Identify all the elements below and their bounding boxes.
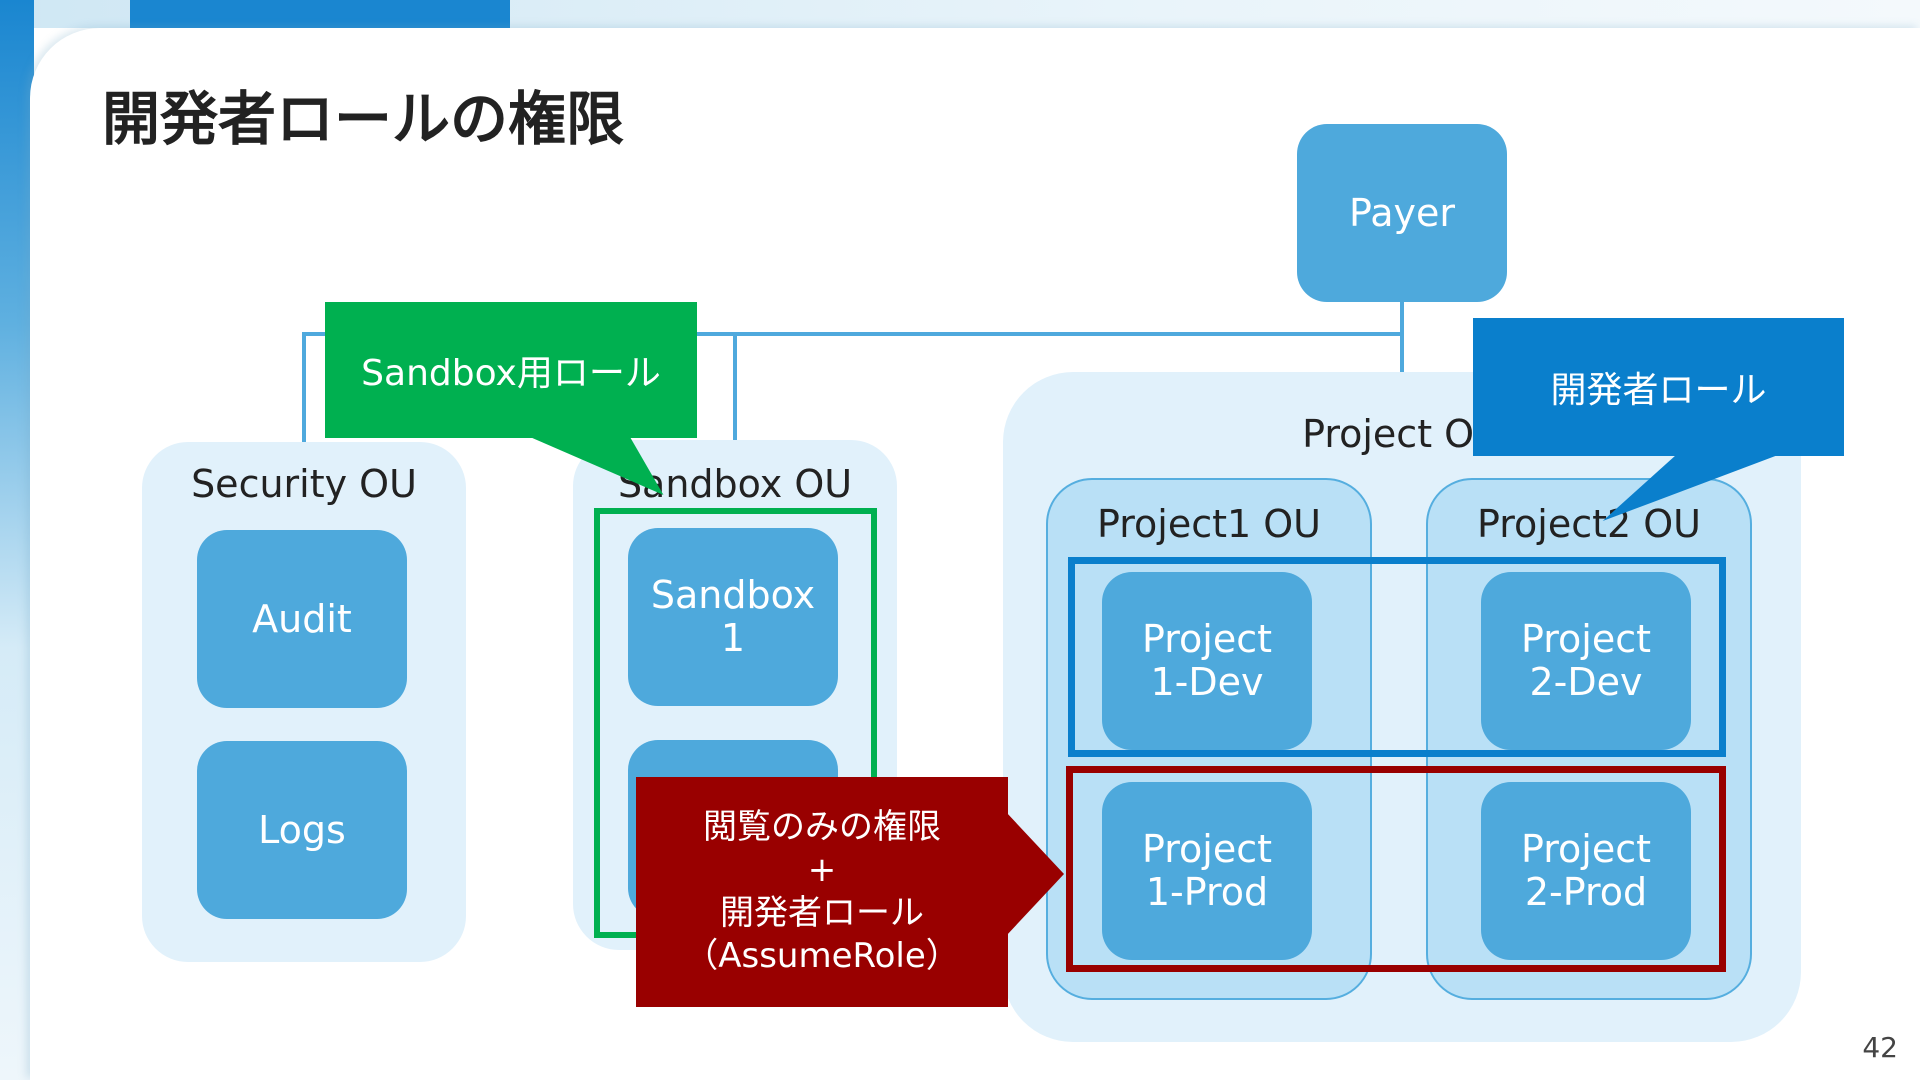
project1-dev-account: Project 1-Dev — [1102, 572, 1312, 750]
sandbox-ou-label: Sandbox OU — [617, 462, 853, 506]
slide-frame-left — [0, 0, 34, 1080]
readonly-callout: 閲覧のみの権限 + 開発者ロール （AssumeRole） — [636, 777, 1008, 1007]
logs-account: Logs — [197, 741, 407, 919]
developer-role-callout: 開発者ロール — [1473, 318, 1844, 456]
readonly-callout-tail — [1006, 812, 1064, 936]
page-number: 42 — [1862, 1031, 1898, 1064]
sandbox-role-callout: Sandbox用ロール — [325, 302, 697, 438]
project2-prod-account: Project 2-Prod — [1481, 782, 1691, 960]
connector-horizontal — [302, 332, 1404, 336]
connector-payer-down — [1400, 300, 1404, 372]
project2-ou-label: Project2 OU — [1477, 502, 1701, 546]
audit-account: Audit — [197, 530, 407, 708]
project1-ou-label: Project1 OU — [1097, 502, 1321, 546]
project-ou-label: Project OU — [1302, 412, 1502, 456]
connector-sandbox — [733, 332, 737, 440]
slide-title: 開発者ロールの権限 — [102, 85, 625, 153]
security-ou-label: Security OU — [191, 462, 417, 506]
developer-role-scope — [1068, 557, 1726, 757]
project1-prod-account: Project 1-Prod — [1102, 782, 1312, 960]
sandbox1-account: Sandbox 1 — [628, 528, 838, 706]
payer-account: Payer — [1297, 124, 1507, 302]
connector-security — [302, 332, 306, 442]
slide-frame-accent — [130, 0, 510, 28]
project2-dev-account: Project 2-Dev — [1481, 572, 1691, 750]
readonly-scope — [1066, 766, 1726, 972]
